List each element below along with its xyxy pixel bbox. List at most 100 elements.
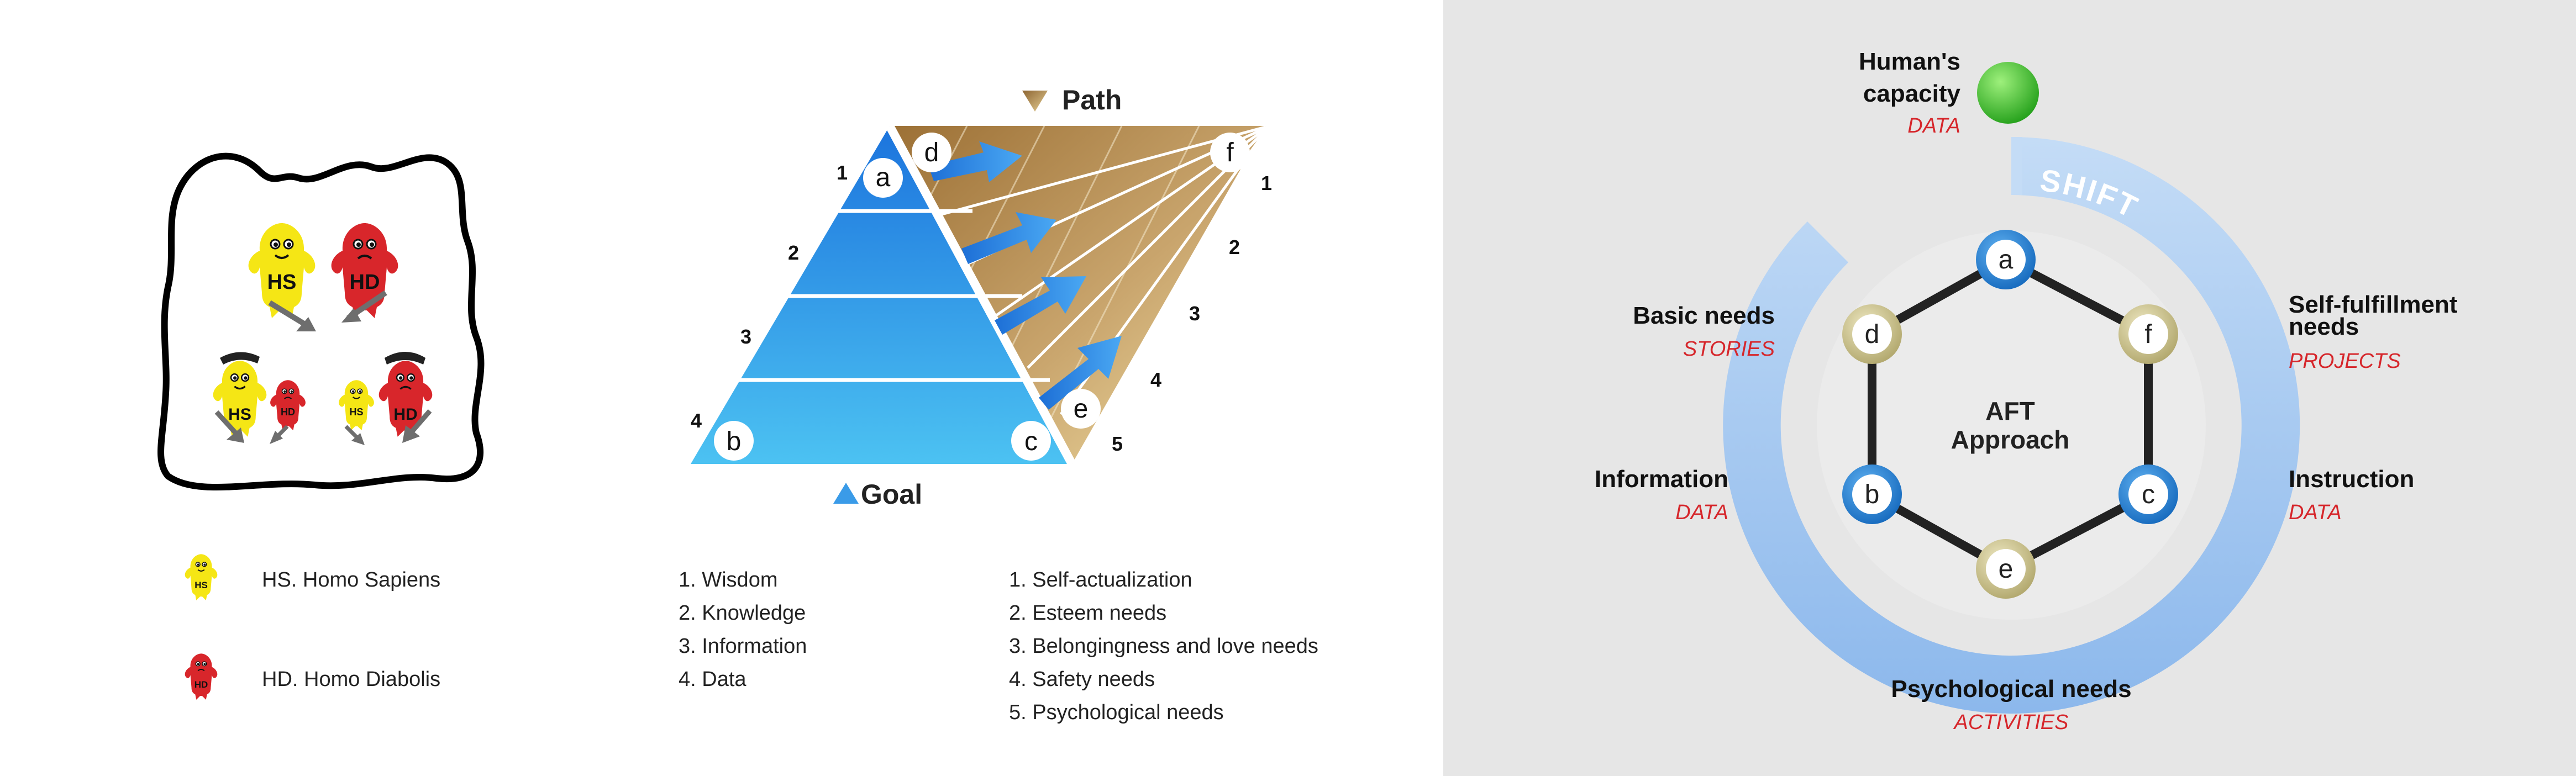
svg-text:Instruction: Instruction: [2289, 466, 2414, 493]
svg-text:e: e: [1999, 555, 2014, 584]
hat-icon: [220, 352, 260, 365]
path-list-item: 5. Psychological needs: [1009, 701, 1224, 724]
hd-badge-lower-right: HD: [393, 405, 417, 424]
aft-node-d: d: [1842, 304, 1902, 364]
svg-text:3: 3: [740, 325, 751, 348]
arrow-level-3: [995, 276, 1086, 335]
arrow-level-1: [928, 141, 1022, 182]
svg-text:1: 1: [1261, 172, 1272, 194]
aft-center-line1: AFT: [1985, 397, 2034, 425]
label-information: Information DATA: [1595, 466, 1728, 524]
path-region: [890, 126, 1265, 464]
svg-text:DATA: DATA: [2289, 501, 2342, 524]
label-self-fulfillment-needs: Self-fulfillment needs PROJECTS: [2289, 291, 2458, 373]
population-blob: [157, 152, 485, 491]
svg-text:b: b: [727, 427, 742, 456]
aft-center-line2: Approach: [1951, 425, 2070, 454]
svg-text:STORIES: STORIES: [1683, 337, 1775, 361]
svg-text:4: 4: [1150, 368, 1161, 391]
hs-badge-legend: HS: [194, 580, 208, 590]
pyramid-corner-c: c: [1011, 421, 1051, 461]
path-list: 1. Self-actualization 2. Esteem needs 3.…: [1009, 568, 1318, 724]
svg-text:1: 1: [837, 161, 848, 184]
svg-text:Goal: Goal: [861, 479, 922, 510]
homo-sapiens-figure-upper: HS: [247, 222, 317, 319]
label-instruction: Instruction DATA: [2289, 466, 2414, 524]
aft-panel: SHIFT AFT Approach a f c e: [1443, 0, 2576, 776]
svg-text:Information: Information: [1595, 466, 1728, 493]
offspring-arrow-upper-right: [341, 290, 387, 323]
goal-list: 1. Wisdom 2. Knowledge 3. Information 4.…: [679, 568, 807, 691]
aft-node-c: c: [2118, 464, 2178, 524]
svg-text:5: 5: [1112, 432, 1123, 455]
shift-arrow-tail: [2011, 137, 2022, 195]
svg-text:needs: needs: [2289, 313, 2359, 340]
svg-text:PROJECTS: PROJECTS: [2289, 350, 2401, 373]
offspring-arrow-lower-right-a: [344, 425, 365, 445]
goal-path-diagram: a d f b c e 1 2 3 4 1: [679, 85, 1318, 724]
homo-diabolis-icon: [184, 653, 218, 700]
goal-label: Goal: [833, 479, 922, 510]
svg-text:f: f: [1226, 138, 1234, 167]
pyramid-corner-e: e: [1061, 389, 1101, 429]
offspring-arrow-lower-left-b: [270, 425, 289, 444]
arrow-level-2: [961, 212, 1056, 264]
svg-text:Human's: Human's: [1859, 48, 1960, 75]
svg-text:e: e: [1074, 394, 1089, 424]
aft-node-e: e: [1976, 539, 2036, 599]
path-list-item: 4. Safety needs: [1009, 668, 1155, 691]
path-level-numbers: 1 2 3 4 5: [1112, 172, 1272, 455]
path-list-item: 2. Esteem needs: [1009, 601, 1166, 625]
path-label: Path: [1022, 85, 1122, 115]
svg-text:a: a: [876, 163, 891, 192]
svg-text:Basic needs: Basic needs: [1633, 302, 1775, 329]
hs-badge-small-lower-right: HS: [349, 407, 363, 418]
offspring-arrow-lower-right-b: [402, 409, 432, 443]
goal-level-numbers: 1 2 3 4: [691, 161, 848, 432]
hd-badge-small-lower-left: HD: [281, 407, 295, 418]
homo-diabolis-figure-lower-right: HD: [378, 352, 433, 438]
label-psychological-needs: Psychological needs ACTIVITIES: [1891, 675, 2131, 734]
path-list-item: 3. Belongingness and love needs: [1009, 635, 1318, 658]
goal-list-item: 2. Knowledge: [679, 601, 806, 625]
svg-text:ACTIVITIES: ACTIVITIES: [1953, 711, 2069, 734]
svg-text:d: d: [924, 138, 939, 167]
label-human-capacity: Human's capacity DATA: [1859, 48, 1961, 138]
legend-text-homo-sapiens: HS. Homo Sapiens: [262, 568, 440, 592]
svg-text:b: b: [1865, 480, 1880, 509]
arrow-level-4: [1039, 336, 1122, 410]
goal-list-item: 1. Wisdom: [679, 568, 777, 592]
homo-sapiens-figure-lower-left: HS: [212, 352, 267, 438]
goal-list-item: 4. Data: [679, 668, 746, 691]
path-triangle-icon: [1022, 91, 1048, 112]
svg-text:2: 2: [788, 241, 799, 264]
legend-text-homo-diabolis: HD. Homo Diabolis: [262, 668, 440, 691]
homo-diabolis-figure-small-lower-left: HD: [270, 379, 306, 431]
svg-text:c: c: [2142, 480, 2155, 509]
homo-sapiens-figure-small-lower-right: HS: [338, 379, 375, 431]
goal-triangle-icon: [833, 483, 859, 504]
legend-homo-sapiens: HS HS. Homo Sapiens: [184, 553, 440, 601]
svg-text:3: 3: [1189, 302, 1200, 325]
svg-text:2: 2: [1229, 236, 1240, 258]
svg-text:4: 4: [691, 409, 702, 432]
aft-node-b: b: [1842, 464, 1902, 524]
pyramid-corner-f: f: [1210, 133, 1250, 172]
label-basic-needs: Basic needs STORIES: [1633, 302, 1775, 361]
goal-to-path-arrows: [928, 141, 1122, 410]
svg-text:capacity: capacity: [1863, 80, 1961, 107]
hs-badge-upper: HS: [267, 271, 297, 294]
population-panel: HS HD HS HD: [157, 152, 485, 700]
svg-text:Psychological needs: Psychological needs: [1891, 675, 2131, 703]
offspring-arrow-lower-left-a: [214, 410, 244, 443]
hat-icon: [385, 352, 425, 365]
pyramid-corner-d: d: [912, 133, 951, 172]
homo-sapiens-icon: [184, 553, 218, 601]
svg-text:d: d: [1865, 320, 1880, 349]
legend-homo-diabolis: HD HD. Homo Diabolis: [184, 653, 440, 700]
svg-text:Self-fulfillment: Self-fulfillment: [2289, 291, 2458, 318]
svg-text:DATA: DATA: [1675, 501, 1728, 524]
capacity-ball-icon: [1977, 62, 2039, 124]
aft-node-a: a: [1976, 230, 2036, 289]
